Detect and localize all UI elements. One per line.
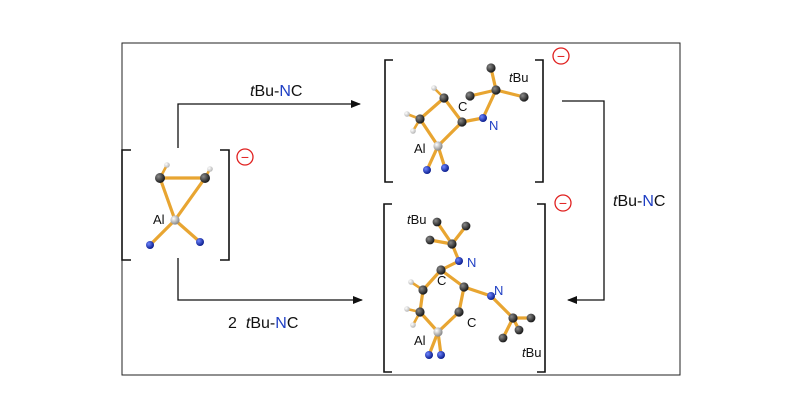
- arrow-bottom: [177, 258, 363, 304]
- charge-symbol: −: [557, 48, 565, 64]
- charge-symbol: −: [241, 149, 249, 165]
- atom-c: [465, 91, 475, 101]
- reagent-top-label: tBu-NC: [250, 83, 302, 100]
- atom-label-n: N: [489, 118, 498, 133]
- atom-c: [508, 313, 518, 323]
- atom-h: [207, 166, 213, 172]
- reagent-right-label: tBu-NC: [613, 193, 665, 210]
- atom-n: [437, 351, 445, 359]
- charge-circle: [552, 47, 570, 65]
- atom-c: [526, 313, 536, 323]
- molecule-product-2: tBu N C N C Al tBu −: [383, 194, 572, 373]
- atom-n: [441, 164, 449, 172]
- scheme-frame: [121, 42, 681, 376]
- atom-n: [196, 238, 204, 246]
- atom-al: [433, 141, 443, 151]
- atom-h: [431, 85, 437, 91]
- atom-c: [519, 92, 529, 102]
- charge-circle: [554, 194, 572, 212]
- atom-label-al: Al: [414, 333, 426, 348]
- atom-label-n: N: [494, 283, 503, 298]
- atom-label-tbu: tBu: [522, 345, 542, 360]
- atom-n: [487, 292, 495, 300]
- charge-symbol: −: [559, 195, 567, 211]
- atom-al: [433, 327, 443, 337]
- molecule-starting: Al −: [121, 148, 254, 261]
- atom-c: [439, 93, 449, 103]
- atom-c: [498, 333, 508, 343]
- atom-c: [459, 282, 469, 292]
- atom-n: [455, 257, 463, 265]
- atom-c: [432, 217, 442, 227]
- atom-c: [461, 221, 471, 231]
- atom-label-al: Al: [414, 141, 426, 156]
- atom-h: [164, 162, 170, 168]
- atom-c: [418, 285, 428, 295]
- atom-c: [457, 117, 467, 127]
- atom-c: [514, 325, 524, 335]
- atom-c: [155, 173, 165, 183]
- atom-c: [486, 63, 496, 73]
- arrow-top: [177, 100, 361, 148]
- atom-n: [146, 241, 154, 249]
- atom-c: [415, 114, 425, 124]
- atom-n: [425, 351, 433, 359]
- arrow-right: [562, 100, 605, 304]
- atom-c: [200, 173, 210, 183]
- atom-h: [410, 322, 416, 328]
- atom-n: [479, 114, 487, 122]
- atom-label-tbu: tBu: [407, 212, 427, 227]
- atom-c: [436, 265, 446, 275]
- atom-h: [408, 279, 414, 285]
- atom-h: [404, 306, 410, 312]
- atom-n: [423, 166, 431, 174]
- atom-c: [415, 307, 425, 317]
- atom-c: [454, 307, 464, 317]
- atom-c: [447, 239, 457, 249]
- atom-h: [404, 111, 410, 117]
- charge-circle: [236, 148, 254, 166]
- atom-label-al: Al: [153, 212, 165, 227]
- atom-label-tbu: tBu: [509, 70, 529, 85]
- atom-al: [170, 215, 180, 225]
- atom-h: [410, 128, 416, 134]
- atom-c: [425, 235, 435, 245]
- atom-label-c: C: [458, 99, 467, 114]
- atom-label-c: C: [467, 315, 476, 330]
- atom-label-n: N: [467, 255, 476, 270]
- molecule-product-1: Al C N tBu −: [384, 47, 570, 183]
- atom-c: [491, 85, 501, 95]
- atom-label-c: C: [437, 273, 446, 288]
